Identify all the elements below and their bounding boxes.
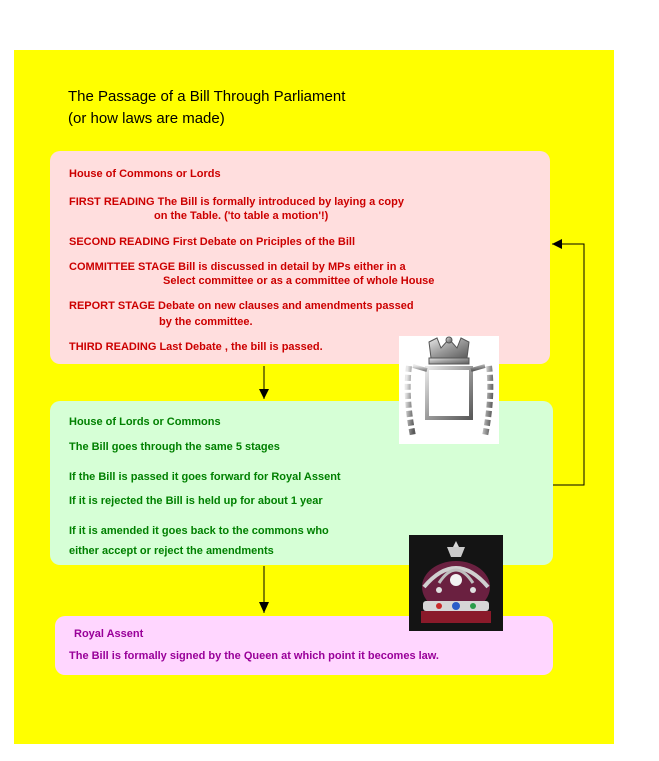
if-amended-line-1: If it is amended it goes back to the com… [69, 525, 329, 537]
arrowhead-amendment-loop [552, 239, 562, 249]
commons-heading: House of Commons or Lords [69, 168, 221, 180]
arrowhead-commons-to-lords [259, 389, 269, 399]
arrow-amendment-loop [552, 243, 585, 486]
royal-assent-heading: Royal Assent [74, 628, 144, 640]
royal-assent-text: The Bill is formally signed by the Queen… [69, 650, 439, 662]
crown-icon [409, 535, 503, 631]
if-passed: If the Bill is passed it goes forward fo… [69, 471, 341, 483]
if-rejected: If it is rejected the Bill is held up fo… [69, 495, 323, 507]
title-line-2: (or how laws are made) [68, 110, 225, 127]
arrowhead-lords-to-assent [259, 602, 269, 613]
second-reading: SECOND READING First Debate on Priciples… [69, 236, 356, 248]
committee-line-1: COMMITTEE STAGE Bill is discussed in det… [69, 261, 406, 273]
same-stages: The Bill goes through the same 5 stages [69, 441, 280, 453]
portcullis-icon [404, 336, 494, 437]
first-reading-line-2: on the Table. ('to table a motion'!) [154, 210, 329, 222]
lords-heading: House of Lords or Commons [69, 416, 221, 428]
commons-box: House of Commons or Lords FIRST READING … [50, 151, 550, 364]
if-amended-line-2: either accept or reject the amendments [69, 545, 274, 557]
third-reading: THIRD READING Last Debate , the bill is … [69, 341, 323, 353]
committee-line-2: Select committee or as a committee of wh… [163, 275, 435, 287]
first-reading-line-1: FIRST READING The Bill is formally intro… [69, 196, 404, 208]
portcullis-image [399, 336, 499, 444]
report-line-2: by the committee. [159, 316, 253, 328]
report-line-1: REPORT STAGE Debate on new clauses and a… [69, 300, 414, 312]
title-line-1: The Passage of a Bill Through Parliament [68, 88, 346, 105]
diagram-title: The Passage of a Bill Through Parliament… [68, 86, 345, 130]
crown-image [409, 535, 503, 631]
